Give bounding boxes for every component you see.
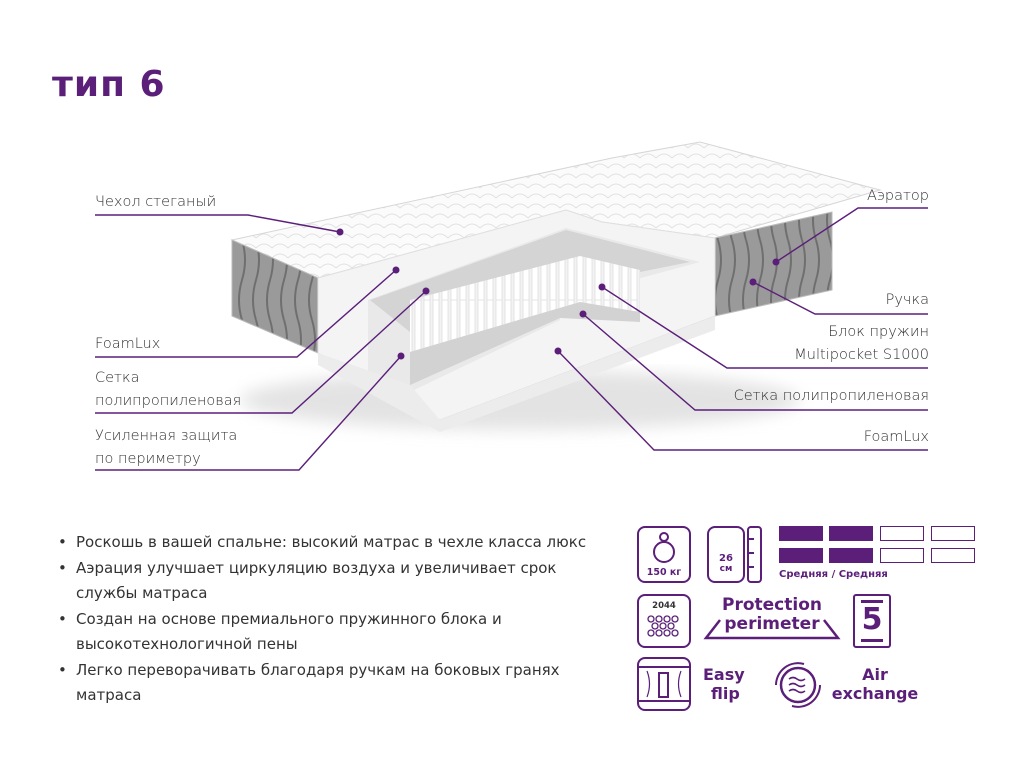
ruler-icon <box>747 526 762 583</box>
firmness-label: Средняя / Средняя <box>779 569 888 580</box>
feature-list: Роскошь в вашей спальне: высокий матрас … <box>58 530 603 709</box>
firmness-seg <box>829 548 873 563</box>
easy-flip-line2: flip <box>711 684 740 703</box>
protection-line1: Protection <box>722 595 822 615</box>
label-handle: Ручка <box>885 292 929 308</box>
air-exchange-icon <box>775 662 821 708</box>
label-aerator: Аэратор <box>866 188 929 204</box>
easy-flip-line1: Easy <box>703 665 745 684</box>
zones-badge: 5 <box>853 594 891 648</box>
flip-handle-icon <box>639 666 689 702</box>
feature-item: Создан на основе премиального пружинного… <box>58 607 603 658</box>
feature-item: Роскошь в вашей спальне: высокий матрас … <box>58 530 603 556</box>
firmness-seg <box>880 526 924 541</box>
firmness-seg <box>779 548 823 563</box>
label-pp-mesh-right: Сетка полипропиленовая <box>733 388 929 404</box>
height-unit: см <box>719 564 733 574</box>
zones-value: 5 <box>861 602 883 637</box>
spring-count-badge: 2044 <box>637 594 691 648</box>
firmness-seg <box>829 526 873 541</box>
feature-item: Аэрация улучшает циркуляцию воздуха и ув… <box>58 556 603 607</box>
label-foamlux-right: FoamLux <box>863 429 929 445</box>
protection-perimeter-badge: Protection perimeter <box>702 594 842 644</box>
firmness-seg <box>931 526 975 541</box>
feature-item: Легко переворачивать благодаря ручкам на… <box>58 658 603 709</box>
firmness-seg <box>931 548 975 563</box>
max-load-badge: 150 кг <box>637 526 691 583</box>
label-pp-mesh-left-2: полипропиленовая <box>95 393 242 409</box>
label-quilted-cover: Чехол стеганый <box>95 194 217 210</box>
easy-flip-badge <box>637 657 691 711</box>
weight-icon <box>653 532 675 563</box>
protection-line2: perimeter <box>724 614 820 634</box>
label-spring-block-1: Блок пружин <box>828 324 929 340</box>
spring-count-value: 2044 <box>652 601 676 611</box>
label-spring-block-2: Multipocket S1000 <box>794 347 929 363</box>
label-foamlux-left: FoamLux <box>95 336 161 352</box>
air-exchange-line1: Air <box>862 665 888 684</box>
max-load-value: 150 кг <box>646 567 682 578</box>
label-pp-mesh-left-1: Сетка <box>95 370 140 386</box>
height-value: 26 <box>719 553 733 564</box>
trapezoid-icon <box>703 619 841 640</box>
mattress-diagram <box>95 141 928 471</box>
height-badge: 26 см <box>707 526 745 583</box>
firmness-seg <box>779 526 823 541</box>
air-exchange-line2: exchange <box>831 684 919 703</box>
springs-icon <box>647 615 679 637</box>
label-perimeter-1: Усиленная защита <box>95 428 238 444</box>
page-title: тип 6 <box>52 64 166 105</box>
firmness-seg <box>880 548 924 563</box>
label-perimeter-2: по периметру <box>95 451 201 467</box>
